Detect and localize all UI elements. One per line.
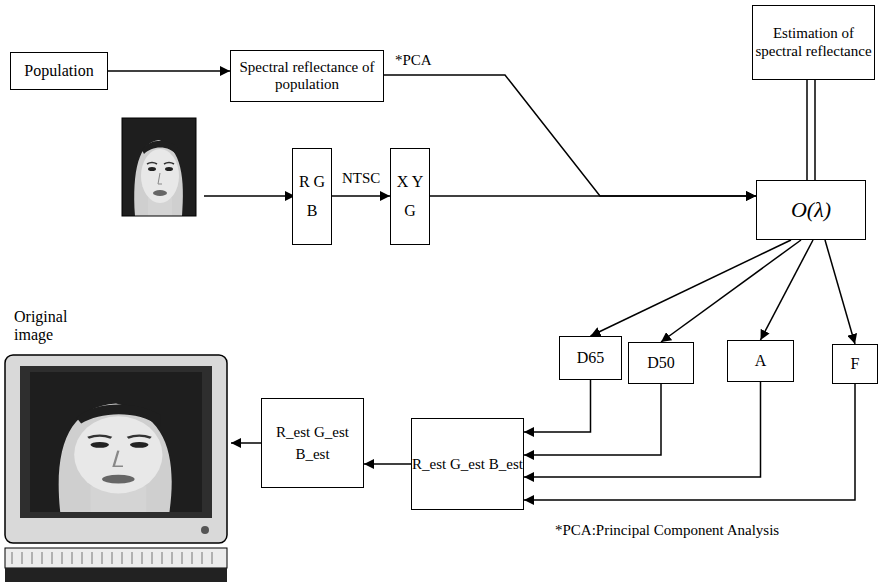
connector: [332, 196, 390, 197]
process-box: O(λ): [756, 180, 866, 240]
connector-line: [814, 80, 816, 180]
connector-line: [108, 70, 230, 72]
connector-line: [661, 240, 801, 342]
connector-line: [364, 463, 411, 465]
connector: [384, 75, 756, 196]
illuminant-box: A: [727, 340, 794, 382]
connector: [524, 384, 661, 455]
channel-box: R G B: [292, 148, 332, 245]
edge-label: *PCA: [393, 52, 434, 69]
box-text: R_est G_est B_est: [262, 421, 363, 466]
connector: [825, 240, 855, 344]
connector: [524, 380, 591, 432]
connector-line: [524, 384, 661, 455]
illuminant-box: D50: [628, 342, 694, 384]
illuminant-box: D65: [559, 336, 622, 380]
box-text: D65: [577, 349, 605, 367]
process-box: Population: [10, 52, 108, 90]
channel-box: X Y G: [390, 148, 430, 245]
box-text: Estimation of spectral reflectance: [753, 25, 874, 60]
connector: [524, 382, 761, 477]
footnote: *PCA:Principal Component Analysis: [553, 522, 877, 539]
connector-line: [591, 240, 792, 336]
connector-line: [806, 80, 808, 180]
box-text: F: [851, 355, 860, 373]
image-label: Original image: [12, 308, 96, 345]
process-box: Estimation of spectral reflectance: [752, 5, 875, 80]
connector-line: [430, 195, 756, 197]
connector-line: [761, 240, 814, 340]
connector: [364, 464, 411, 465]
edge-label: NTSC: [340, 170, 382, 187]
box-text: Population: [24, 62, 93, 80]
box-text: X Y G: [391, 168, 429, 226]
connector-line: [524, 384, 855, 500]
box-text: D50: [647, 354, 675, 372]
connector: [761, 240, 814, 340]
connector: [661, 240, 801, 342]
channel-box: R_est G_est B_est: [411, 418, 524, 510]
channel-box: R_est G_est B_est: [261, 398, 364, 488]
connector-line: [524, 380, 591, 432]
box-text: Spectral reflectance of population: [231, 59, 383, 94]
connector: [591, 240, 792, 336]
box-text: A: [755, 352, 767, 370]
connector-line: [524, 382, 761, 477]
box-text: R_est G_est B_est: [412, 453, 523, 476]
connector-line: [384, 75, 756, 196]
connector-line: [332, 195, 390, 197]
process-box: Spectral reflectance of population: [230, 50, 384, 102]
illuminant-box: F: [832, 344, 878, 384]
connector-line: [825, 240, 855, 344]
connector: [807, 80, 815, 180]
box-text: O(λ): [791, 197, 831, 222]
connector: [108, 71, 230, 72]
connector: [524, 384, 855, 500]
box-text: R G B: [293, 168, 331, 226]
connector: [430, 196, 756, 197]
